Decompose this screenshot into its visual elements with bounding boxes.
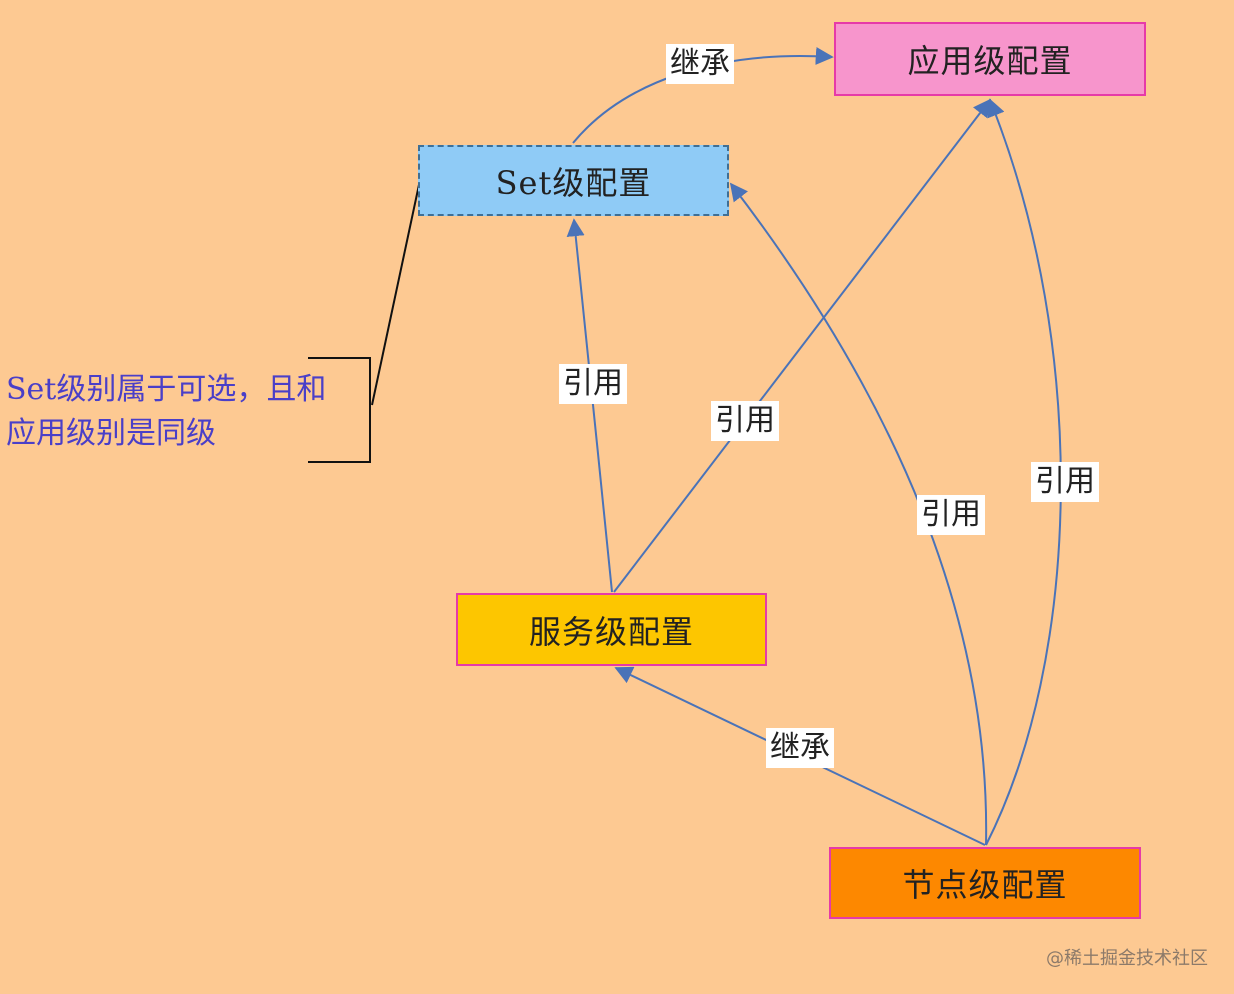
node-node-label: 节点级配置 xyxy=(902,866,1068,904)
node-app-label: 应用级配置 xyxy=(907,42,1073,80)
node-set-label: Set级配置 xyxy=(495,163,652,202)
node-set-config[interactable]: Set级配置 xyxy=(418,145,729,216)
edge-label-node-to-app: 引用 xyxy=(1031,462,1099,502)
set-note-line2: 应用级别是同级 xyxy=(6,416,216,451)
edge-service-to-set xyxy=(566,218,613,593)
edge-label-node-to-service: 继承 xyxy=(766,728,834,768)
note-bracket xyxy=(308,357,371,463)
node-node-config[interactable]: 节点级配置 xyxy=(829,847,1141,919)
node-app-config[interactable]: 应用级配置 xyxy=(834,22,1146,96)
edge-label-service-to-set: 引用 xyxy=(559,364,627,404)
edge-label-service-to-app: 引用 xyxy=(711,401,779,441)
watermark: @稀土掘金技术社区 xyxy=(1046,948,1208,969)
edge-label-node-to-set: 引用 xyxy=(917,495,985,535)
set-note: Set级别属于可选，且和 应用级别是同级 xyxy=(6,368,326,456)
edge-service-to-app xyxy=(613,98,992,593)
edge-label-set-to-app: 继承 xyxy=(666,44,734,84)
note-connector xyxy=(371,179,421,406)
node-service-config[interactable]: 服务级配置 xyxy=(456,593,767,666)
node-service-label: 服务级配置 xyxy=(528,612,694,651)
set-note-line1: Set级别属于可选，且和 xyxy=(6,372,327,407)
